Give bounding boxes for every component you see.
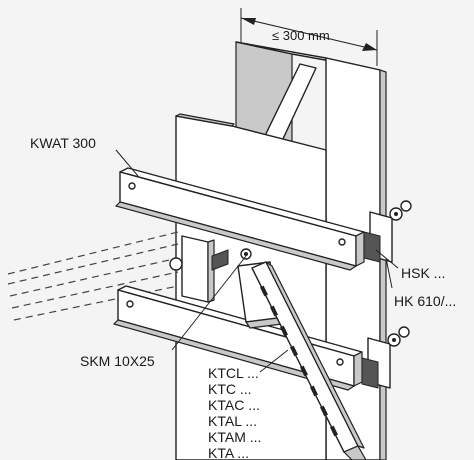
beam-front-flange-edge — [379, 69, 387, 460]
slot — [270, 305, 278, 317]
label-kt-2: KTC ... — [208, 381, 252, 397]
lower-channel-hole-2 — [336, 358, 344, 366]
leader-kwat — [115, 149, 139, 177]
leader-hsk — [375, 249, 399, 269]
lower-clamp-nut-2 — [398, 326, 410, 338]
leader-kt — [259, 349, 289, 373]
side-bracket — [169, 235, 252, 303]
upper-channel-hole-1 — [128, 182, 136, 190]
slot — [290, 345, 298, 357]
upper-channel-hole-2 — [338, 238, 346, 246]
stud-nut — [169, 257, 183, 271]
skm-bolt-center — [244, 252, 248, 256]
label-kt-5: KTAM ... — [208, 429, 261, 445]
slot — [330, 425, 338, 437]
ktc-arm-foot — [343, 445, 367, 460]
label-hsk: HSK ... — [401, 265, 445, 281]
slot — [280, 325, 288, 337]
label-kt-3: KTAC ... — [208, 397, 260, 413]
slot — [300, 365, 308, 377]
lower-channel-bottom-lip — [113, 319, 355, 391]
upper-clamp-nut-2 — [400, 200, 412, 212]
dashed-line-5 — [13, 285, 179, 321]
label-skm: SKM 10X25 — [80, 353, 155, 369]
slot — [310, 385, 318, 397]
dimension-arrow-left — [241, 18, 256, 25]
dimension-line — [240, 17, 378, 51]
dashed-line-4 — [11, 271, 179, 309]
dimension-indicator: ≤ 300 mm — [240, 8, 378, 66]
upper-channel-bottom-lip — [115, 201, 357, 271]
label-kt-1: KTCL ... — [208, 365, 259, 381]
side-bracket-plate — [181, 235, 209, 303]
side-bracket-edge — [207, 239, 215, 303]
dimension-arrow-right — [362, 43, 377, 51]
label-kt-6: KTA ... — [208, 445, 249, 460]
ktc-bracket — [237, 261, 367, 460]
dashed-line-2 — [7, 243, 179, 285]
slot — [260, 285, 268, 297]
dimension-label: ≤ 300 mm — [272, 28, 330, 43]
ktc-slots — [260, 285, 338, 437]
lower-channel-hole-1 — [126, 300, 134, 308]
label-kt-4: KTAL ... — [208, 413, 257, 429]
label-kwat: KWAT 300 — [30, 135, 96, 151]
leader-hk — [385, 257, 393, 289]
wall-plate-top-edge — [175, 113, 235, 127]
bolt-head — [211, 249, 229, 271]
label-hk: HK 610/... — [394, 293, 456, 309]
dashed-line-1 — [7, 231, 179, 275]
lower-channel — [113, 285, 363, 391]
upper-channel-kwat — [115, 167, 365, 271]
upper-clamp-jaw — [363, 231, 381, 263]
kt-list: KTCL ... KTC ... KTAC ... KTAL ... KTAM … — [208, 365, 261, 460]
slot — [320, 405, 328, 417]
dashed-line-3 — [9, 257, 179, 297]
dashed-cable-tray — [7, 231, 179, 321]
ktc-arm-side — [265, 261, 365, 449]
lower-clamp-jaw — [361, 357, 379, 389]
lower-channel-end — [353, 351, 363, 387]
lower-clamp-nut-center — [392, 338, 396, 342]
upper-clamp-nut-center — [394, 212, 398, 216]
lower-beam-clamp — [361, 326, 410, 389]
upper-channel-end — [355, 231, 365, 267]
upper-beam-clamp — [363, 200, 412, 263]
leader-lines — [115, 149, 399, 373]
leader-skm — [171, 255, 247, 351]
